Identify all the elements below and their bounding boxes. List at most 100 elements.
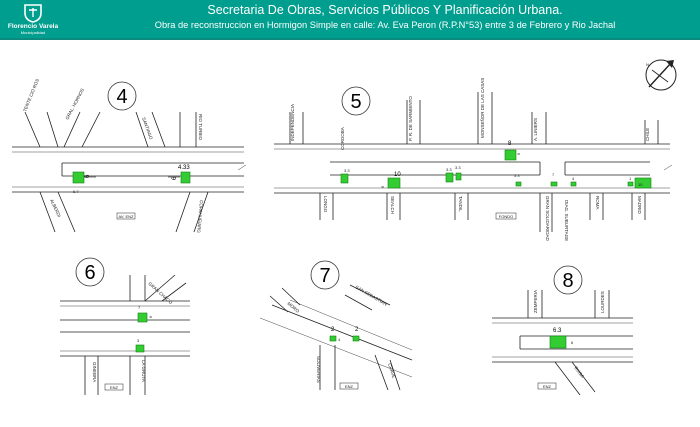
plan-7-measure-2: 4 xyxy=(338,337,341,342)
plan-5-patch-5 xyxy=(515,181,522,187)
plan-5-measure-7: 7 xyxy=(552,172,555,177)
plan-5-patch-3 xyxy=(455,172,462,181)
plan-6-street-0: GRAN CHACO xyxy=(147,281,173,305)
plan-5-patch-1 xyxy=(387,177,401,189)
brand-subtitle: Municipalidad xyxy=(20,30,46,35)
plan-8: 8 ZEMPERIA LOURDES RUGA 6.3 6 ENZ xyxy=(492,265,633,396)
page-subtitle: Obra de reconstruccion en Hormigon Simpl… xyxy=(154,20,616,30)
plan-7-street-2: SOLIVERIAS xyxy=(316,356,321,383)
plan-4-measure-1: 4.33 xyxy=(178,165,190,171)
plan-4-street-5: COPAHUE/ARG xyxy=(196,200,204,234)
plan-4-measure-2: 6 xyxy=(172,176,178,180)
municipal-logo: Florencio Varela Municipalidad xyxy=(4,2,62,36)
plan-5-patch-6 xyxy=(550,181,558,187)
plan-8-number: 8 xyxy=(562,270,573,292)
plan-8-patch-0 xyxy=(549,335,567,349)
plan-7-box: ENZ xyxy=(345,384,354,389)
plan-7-measure-0: 2 xyxy=(331,327,335,333)
plan-7: 7 MORO SAN SEBASTIAN SOLIVERIAS CRAVE 2 … xyxy=(259,260,413,391)
plan-6-measure-0: 6 xyxy=(148,315,153,318)
page-title: Secretaria De Obras, Servicios Públicos … xyxy=(207,3,563,17)
plan-5-measure-4: 3.3 xyxy=(455,165,461,170)
plan-4-street-1: GRAL. HORNOS xyxy=(64,88,85,121)
plan-6-street-2: LA GRUTA xyxy=(141,360,146,382)
plan-5-street-9: LONGO xyxy=(323,196,328,213)
plan-6-box: ENZ xyxy=(110,385,119,390)
plan-7-patch-1 xyxy=(352,335,360,342)
plan-6-measure-2: 3 xyxy=(137,338,140,343)
plan-7-patch-0 xyxy=(329,335,337,342)
plan-5-measure-10: 10 xyxy=(638,182,643,187)
header-banner: Florencio Varela Municipalidad Secretari… xyxy=(0,0,700,38)
north-arrow-icon: N xyxy=(645,59,677,91)
brand-name: Florencio Varela xyxy=(7,23,59,30)
plan-8-street-0: ZEMPERIA xyxy=(533,290,538,313)
plan-7-measure-1: 2 xyxy=(355,327,359,333)
plan-4-street-3: RIO TURBIO xyxy=(198,114,203,141)
plan-7-badge xyxy=(310,260,340,290)
plan-4-measure-0: 6 xyxy=(85,174,91,178)
plan-5-street-8: MADRID xyxy=(637,196,642,214)
plan-6-badge xyxy=(75,257,105,287)
plan-6-patch-0 xyxy=(137,312,148,323)
plan-8-badge xyxy=(553,265,583,295)
plan-5-patch-8 xyxy=(627,181,634,187)
plan-8-measure-1: 6 xyxy=(571,340,574,345)
drawing-frame: N 4 TE xyxy=(0,38,700,420)
plan-5-measure-9: 4 xyxy=(572,176,575,181)
plan-5-patch-9 xyxy=(634,177,652,189)
plan-6-measure-1: 7 xyxy=(138,305,141,310)
plan-4-box: AV. ENZ xyxy=(119,214,134,219)
plan-5-street-11: TANDIL xyxy=(458,196,463,212)
plan-5-street-7: ROMA xyxy=(595,196,600,210)
plan-5-street-5: CORDOBA xyxy=(340,127,345,150)
plan-4: 4 TENTE CIO ROS GRAL. HORNOS xyxy=(12,78,247,234)
plan-8-measure-0: 6.3 xyxy=(553,328,562,334)
plan-5-measure-6: 3.3 xyxy=(514,173,520,178)
plan-6-street-1: GINEBRA xyxy=(92,362,97,382)
plan-4-number: 4 xyxy=(116,86,127,108)
plan-8-street-2: RUGA xyxy=(573,366,585,379)
plan-5: 5 xyxy=(274,78,673,242)
plan-5-box: FONDO xyxy=(499,214,513,219)
plan-8-street-1: LOURDES xyxy=(600,291,605,313)
plan-5-patch-4 xyxy=(504,149,517,161)
compass-label: N xyxy=(646,62,649,67)
plan-6-number: 6 xyxy=(84,262,95,284)
plan-5-measure-1: 6 xyxy=(380,185,385,188)
plan-5-measure-5: 8 xyxy=(508,141,512,147)
plan-5-badge xyxy=(341,86,371,116)
plan-5-patch-7 xyxy=(570,181,577,187)
plans-drawing: N 4 TE xyxy=(12,59,677,396)
plan-5-measure-8: 6 xyxy=(516,152,521,155)
plan-6-patch-1 xyxy=(135,344,145,353)
plan-5-street-12: DIAG. SUBURTAGE xyxy=(564,200,569,241)
plan-7-street-0: MORO xyxy=(286,301,300,314)
plan-5-street-3: A. LINIERS xyxy=(533,118,538,141)
plan-5-measure-2: 10 xyxy=(394,172,401,178)
plan-5-patch-0 xyxy=(340,173,349,184)
plan-4-patch-0 xyxy=(72,171,85,184)
plan-4-patch-1 xyxy=(180,171,191,184)
plan-4-street-4: ALBERDI xyxy=(49,198,62,218)
plan-5-street-6: GRAN SOLIDARIDAD xyxy=(545,196,550,242)
plan-4-street-0: TENTE CIO ROS xyxy=(22,78,40,112)
plan-7-street-3: CRAVE xyxy=(387,363,396,379)
plan-6: 6 GRAN CHACO GINEBRA LA GRUTA 6 7 3 xyxy=(60,257,190,395)
plan-5-street-1: P. R. DE SARMIENTO xyxy=(408,96,413,141)
plan-5-patch-2 xyxy=(445,172,454,183)
plan-8-box: ENZ xyxy=(543,384,552,389)
plan-5-measure-11: 1 xyxy=(629,176,632,181)
plan-5-street-10: SEALCH xyxy=(390,196,395,214)
plan-7-number: 7 xyxy=(319,265,330,287)
plan-5-measure-0: 3.3 xyxy=(344,168,350,173)
plan-5-number: 5 xyxy=(350,91,361,113)
plan-5-measure-3: 3.3 xyxy=(446,167,452,172)
plan-4-street-2: SANTIAGO xyxy=(141,117,154,141)
plan-4-dim-0: 6.7 xyxy=(73,189,79,194)
plan-5-street-0: INDEPENDENCIA xyxy=(290,104,295,141)
plan-5-street-4: CHILE xyxy=(645,128,650,141)
plan-4-badge xyxy=(107,81,137,111)
shield-icon xyxy=(24,4,42,23)
